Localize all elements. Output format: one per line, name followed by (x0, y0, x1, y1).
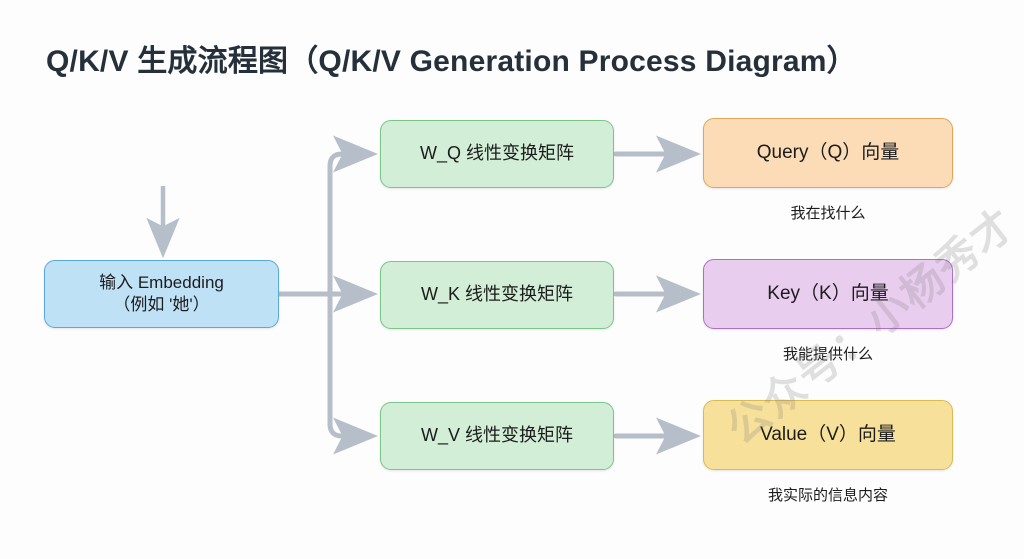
node-output-query[interactable]: Query（Q）向量 (703, 118, 953, 188)
node-input-embedding-line1: 输入 Embedding (99, 272, 224, 292)
node-output-value-label: Value（V）向量 (760, 424, 896, 446)
node-weight-wq[interactable]: W_Q 线性变换矩阵 (380, 120, 614, 188)
node-output-key[interactable]: Key（K）向量 (703, 259, 953, 329)
caption-query: 我在找什么 (790, 205, 866, 222)
node-output-query-label: Query（Q）向量 (756, 142, 900, 164)
connector-input-to-wv (327, 291, 379, 455)
caption-value: 我实际的信息内容 (767, 487, 888, 504)
node-weight-wk[interactable]: W_K 线性变换矩阵 (380, 261, 614, 329)
node-weight-wq-label: W_Q 线性变换矩阵 (419, 143, 574, 164)
node-weight-wv[interactable]: W_V 线性变换矩阵 (380, 402, 614, 470)
caption-key: 我能提供什么 (782, 346, 873, 363)
node-output-key-label: Key（K）向量 (767, 283, 889, 305)
connector-input-to-wq (327, 135, 379, 297)
node-weight-wk-label: W_K 线性变换矩阵 (420, 284, 573, 305)
node-input-embedding[interactable]: 输入 Embedding （例如 '她'） (44, 260, 279, 328)
page-title: Q/K/V 生成流程图（Q/K/V Generation Process Dia… (46, 45, 857, 78)
node-weight-wv-label: W_V 线性变换矩阵 (420, 425, 573, 446)
node-input-embedding-line2: （例如 '她'） (113, 295, 210, 314)
node-output-value[interactable]: Value（V）向量 (703, 400, 953, 470)
